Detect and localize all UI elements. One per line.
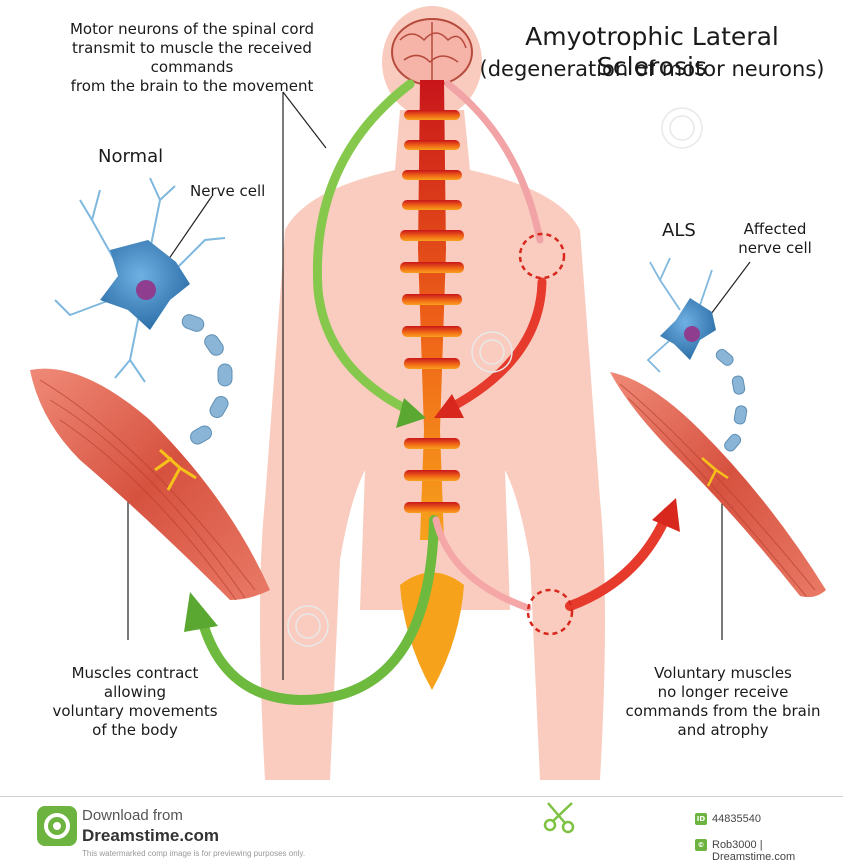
brain-icon: [392, 19, 472, 85]
affected-nerve-cell-label: Affected nerve cell: [730, 220, 820, 258]
id-tag: ID: [695, 813, 707, 825]
atrophied-muscle: [610, 372, 826, 597]
muscle-contract-caption: Muscles contract allowing voluntary move…: [50, 664, 220, 740]
image-id: 44835540: [712, 813, 761, 825]
muscle-atrophy-caption: Voluntary muscles no longer receive comm…: [618, 664, 828, 740]
watermark-footer: Download from Dreamstime.com This waterm…: [0, 796, 843, 859]
credit-tag: ©: [695, 839, 707, 851]
disclaimer-label: This watermarked comp image is for previ…: [82, 849, 305, 858]
subtitle: (degeneration of motor neurons): [472, 56, 832, 82]
dreamstime-logo-icon: [36, 805, 78, 847]
als-heading: ALS: [662, 220, 696, 241]
normal-heading: Normal: [98, 146, 163, 167]
site-label: Dreamstime.com: [82, 826, 219, 846]
nerve-cell-label: Nerve cell: [190, 182, 265, 200]
scissors-icon: [540, 801, 580, 835]
download-label: Download from: [82, 807, 183, 824]
spinal-cord-caption: Motor neurons of the spinal cord transmi…: [42, 20, 342, 96]
normal-muscle: [30, 369, 270, 600]
green-arrowhead-bottom: [184, 592, 218, 632]
credit-label: Rob3000 | Dreamstime.com: [712, 839, 843, 863]
